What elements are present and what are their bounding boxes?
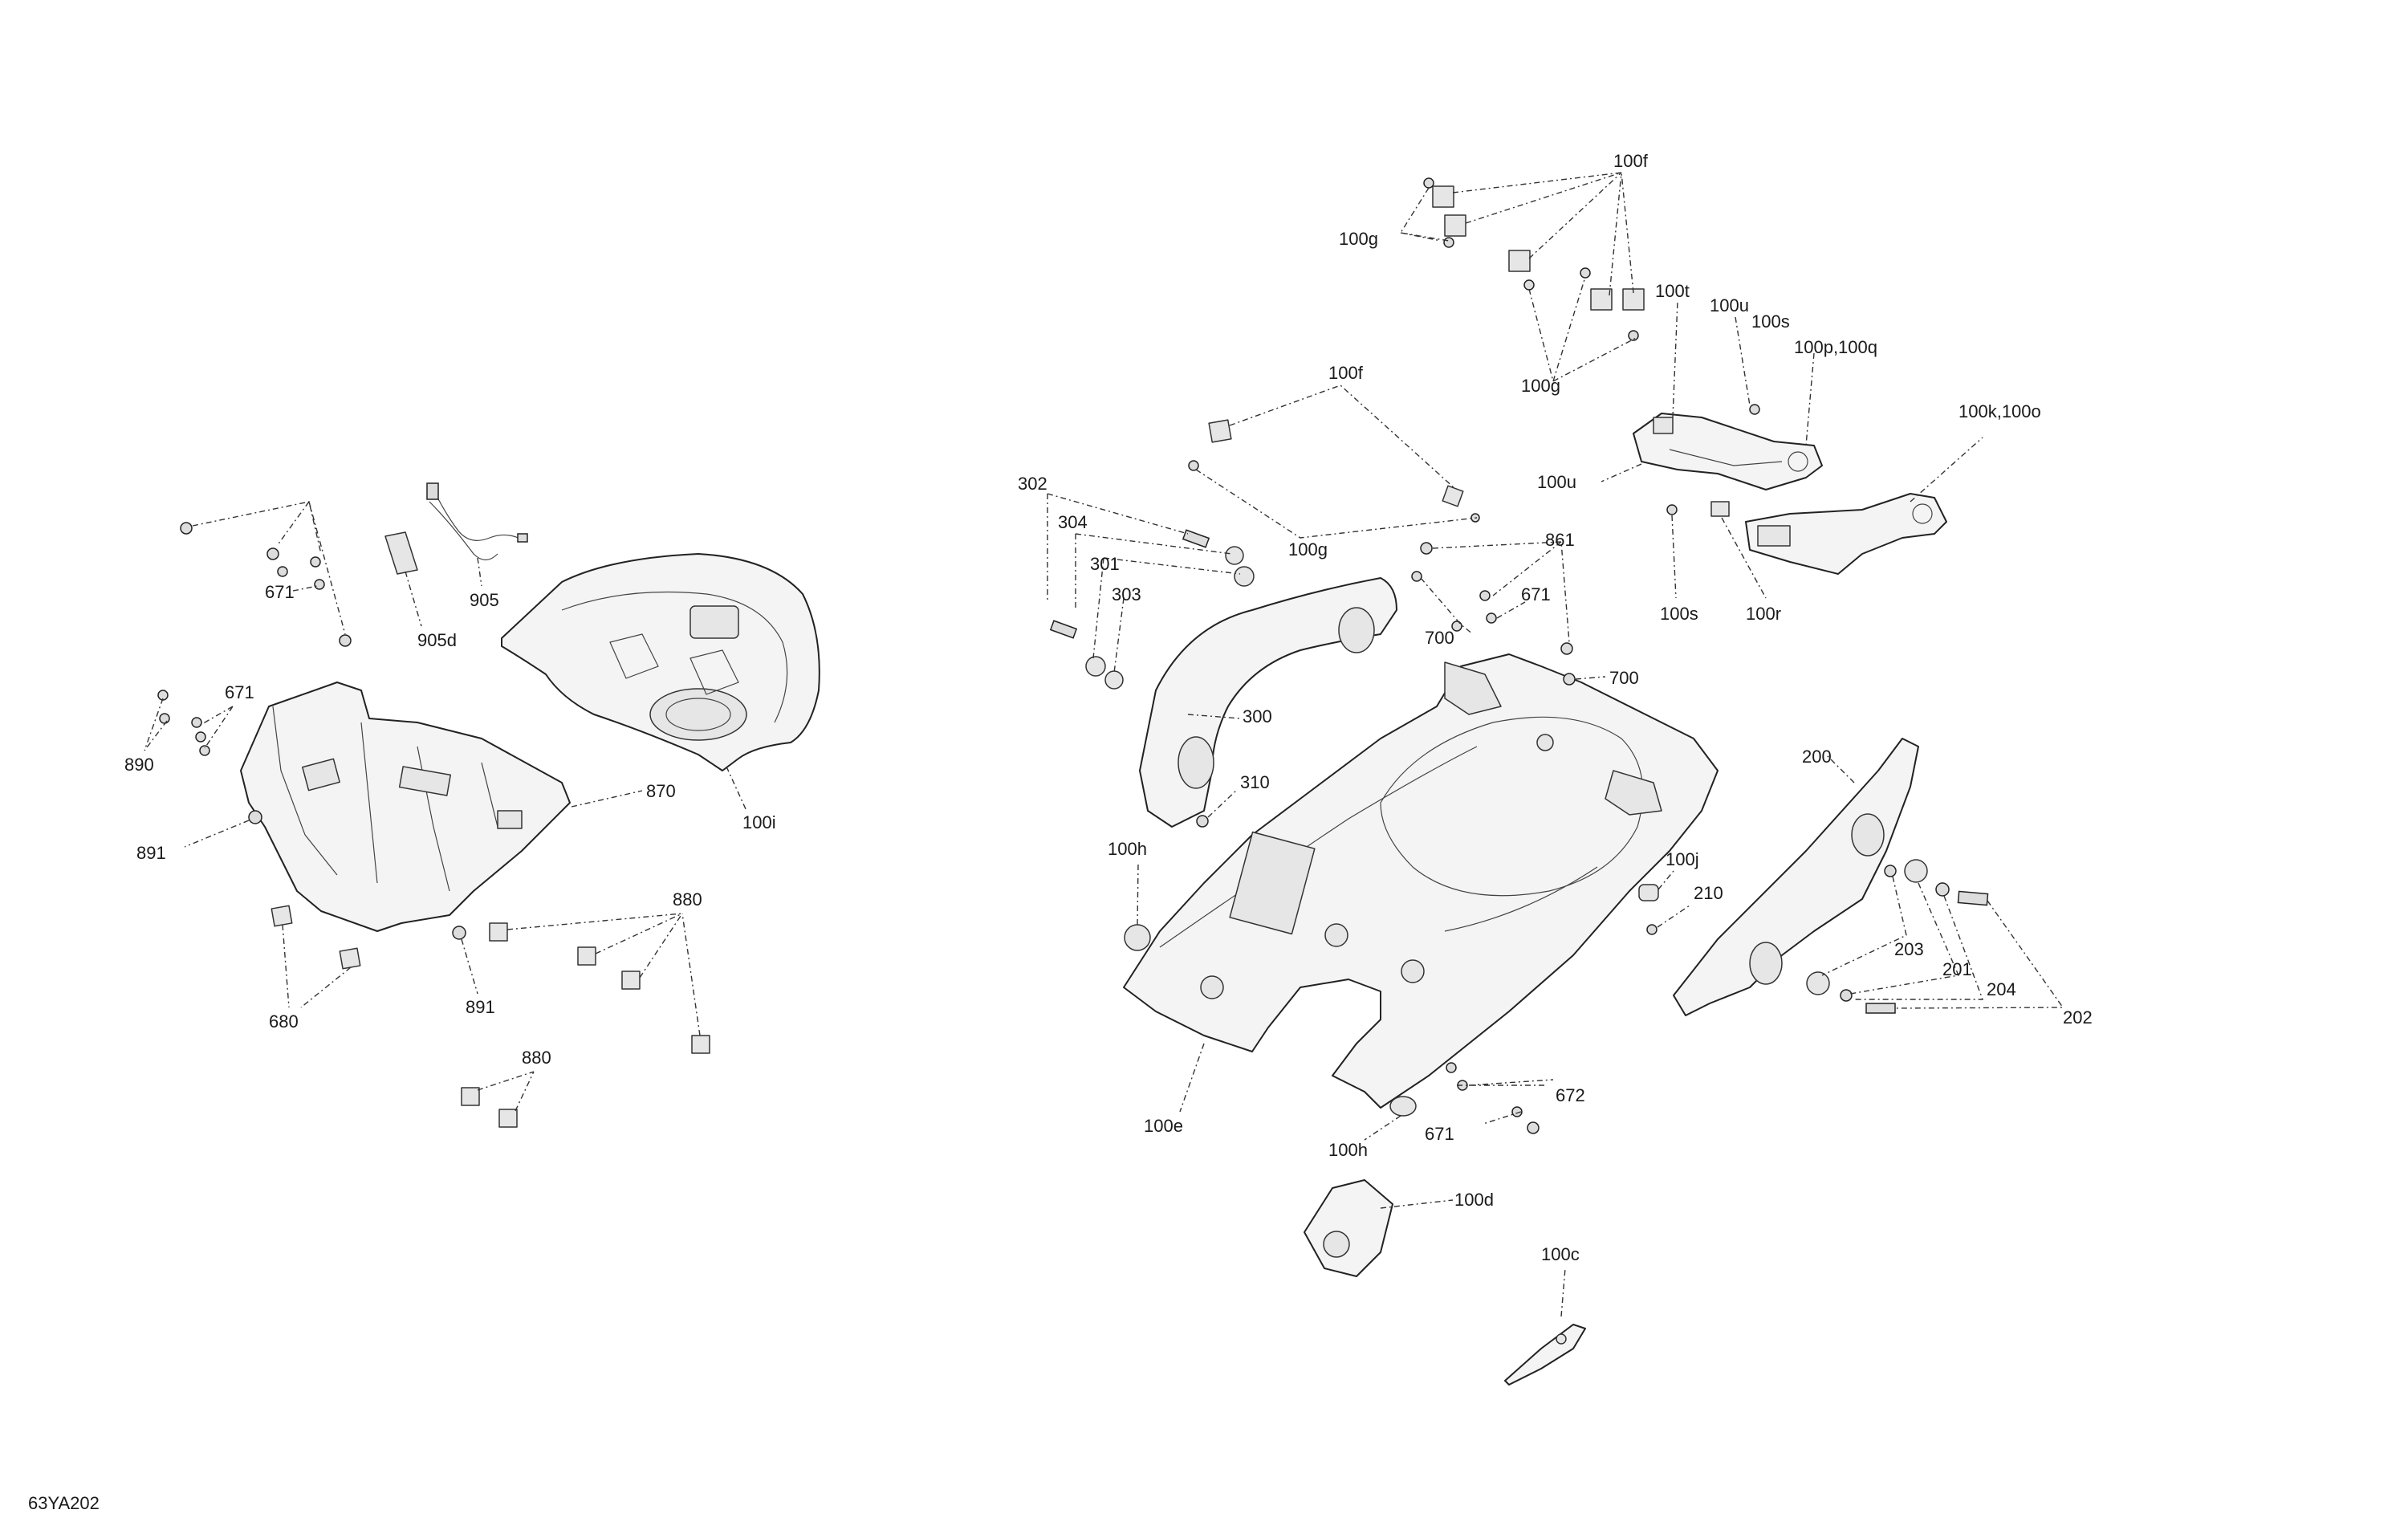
access-cover-100d [1304,1179,1454,1277]
callout-100u: 100u [1710,295,1749,315]
callout-100g: 100g [1288,539,1328,560]
callout-880: 880 [673,889,702,909]
storage-housing-100i [501,553,820,812]
hardware-200-series [1806,859,2064,1014]
callout-100h: 100h [1328,1140,1368,1160]
callout-203: 203 [1894,939,1924,959]
callout-100s: 100s [1751,311,1790,332]
callout-201: 201 [1942,959,1972,979]
callout-301: 301 [1090,554,1120,574]
clip-group-100f-top [1399,172,1645,383]
clip-nuts-880b [461,1071,535,1128]
callout-100d: 100d [1454,1190,1494,1210]
callout-100f: 100f [1613,151,1649,171]
callout-100t: 100t [1655,281,1690,301]
callout-100r: 100r [1746,604,1781,624]
callout-891: 891 [466,997,495,1017]
callout-100u: 100u [1537,472,1576,492]
rear-body-panel-100e [1123,653,1719,1113]
callout-210: 210 [1694,883,1723,903]
callout-890: 890 [124,755,154,775]
callout-202: 202 [2063,1007,2093,1028]
hardware-100j-210 [1638,870,1690,935]
callout-300: 300 [1243,706,1272,726]
callout-310: 310 [1240,772,1270,792]
clip-nuts-680 [270,905,361,1008]
callout-100c: 100c [1541,1244,1580,1264]
callout-671: 671 [1425,1124,1454,1144]
bracket-100k-100o [1745,437,1983,575]
callout-905: 905 [470,590,499,610]
callout-700: 700 [1425,628,1454,648]
callout-303: 303 [1112,584,1141,604]
hardware-861-group [1411,541,1606,686]
callout-671: 671 [1521,584,1551,604]
callout-labels: 671 905 905d 671 890 891 870 100i 880 68… [28,151,2093,1513]
callout-880: 880 [522,1048,551,1068]
callout-304: 304 [1058,512,1088,532]
callout-100h: 100h [1108,839,1147,859]
callout-100j: 100j [1666,849,1699,869]
callout-100g: 100g [1521,376,1560,396]
callout-100e: 100e [1144,1116,1183,1136]
grab-handle-300 [1139,577,1397,828]
hardware-672-group [1446,1062,1554,1134]
wire-harness-905 [426,482,528,587]
callout-100p-100q: 100p,100q [1794,337,1877,357]
callout-680: 680 [269,1011,299,1032]
callout-672: 672 [1556,1085,1585,1105]
callout-100k-100o: 100k,100o [1959,401,2041,421]
clip-nuts-880a [489,913,710,1054]
bracket-100t-100u [1601,300,1823,599]
callout-100g: 100g [1339,229,1378,249]
hardware-300-series [1047,493,1255,690]
callout-870: 870 [646,781,676,801]
screw-310 [1196,790,1237,828]
under-seat-tray-870 [240,682,643,932]
sticker-905d [384,531,422,627]
callout-905d: 905d [417,630,457,650]
clip-group-100f-mid [1188,385,1480,539]
callout-671: 671 [265,582,295,602]
callout-200: 200 [1802,747,1832,767]
callout-302: 302 [1018,474,1047,494]
drawing-code: 63YA202 [28,1493,100,1513]
callout-100i: 100i [742,812,776,832]
callout-671: 671 [225,682,254,702]
callout-100s: 100s [1660,604,1698,624]
fastener-group-671-top [180,501,352,647]
callout-861: 861 [1545,530,1575,550]
fastener-891 [184,810,478,995]
fastener-group-671-left [144,690,234,756]
callout-891: 891 [136,843,166,863]
side-panel-200 [1673,738,1919,1016]
callout-204: 204 [1987,979,2016,999]
callout-700: 700 [1609,668,1639,688]
clip-100c [1504,1268,1586,1386]
callout-100f: 100f [1328,363,1364,383]
plug-100h [1124,862,1417,1141]
